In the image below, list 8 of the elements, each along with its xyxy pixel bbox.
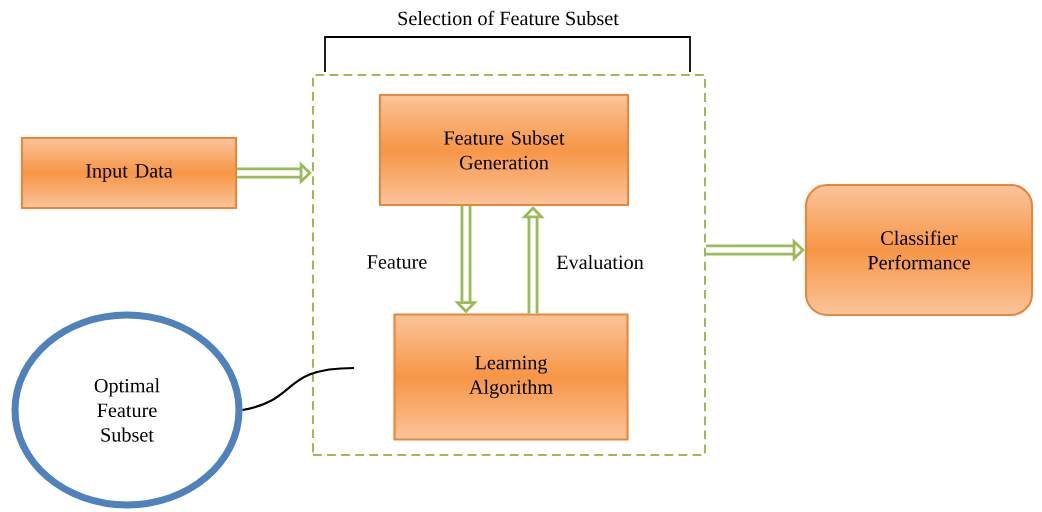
process-box: Feature Subset Generation: [378, 93, 630, 207]
edge-label: Feature: [364, 253, 430, 271]
heading: Selection of Feature Subset: [398, 10, 619, 26]
process-box: Learning Algorithm: [393, 313, 629, 441]
leader-line: [242, 366, 354, 412]
edge-label: Evaluation: [554, 253, 646, 271]
process-box: Input Data: [20, 136, 238, 210]
rounded-box: Classifier Performance: [804, 183, 1034, 317]
